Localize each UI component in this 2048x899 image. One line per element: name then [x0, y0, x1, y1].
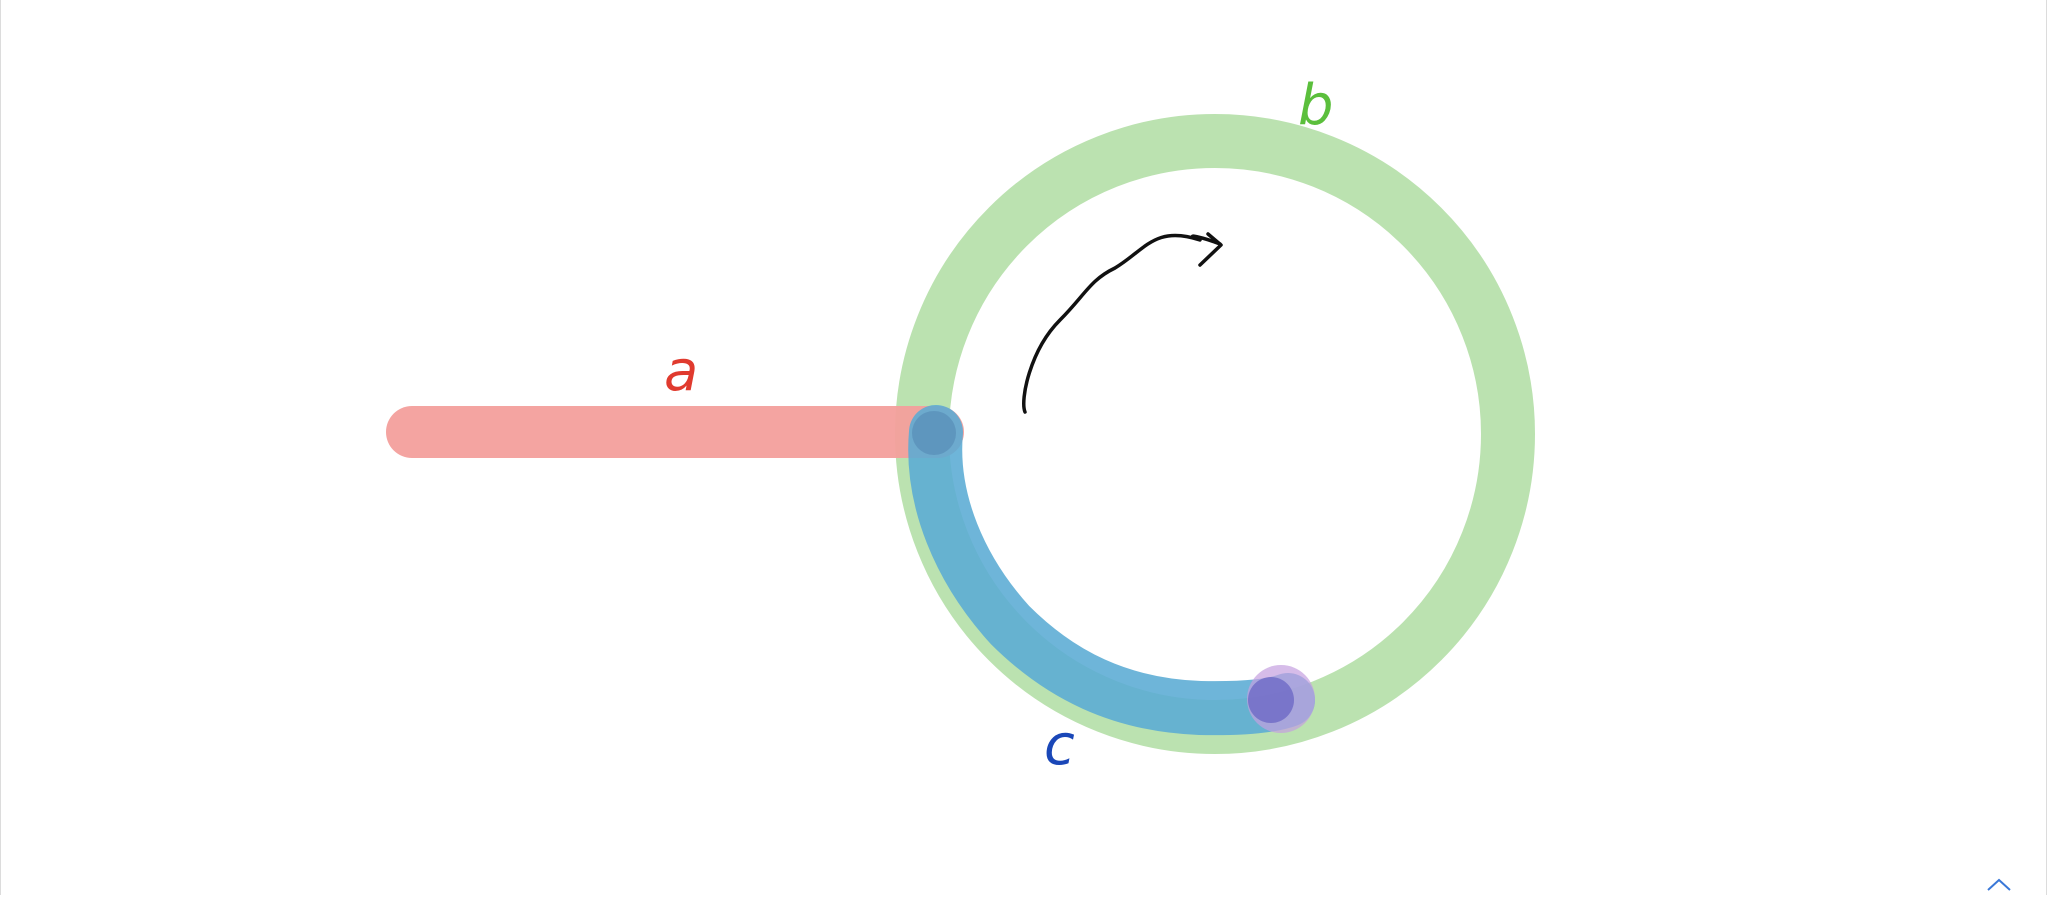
label-c: c [1044, 713, 1075, 778]
junction-dot-start [912, 411, 956, 455]
direction-arrowhead [1198, 232, 1223, 267]
chevron-up-icon [1987, 878, 2011, 891]
endpoint-dot-end [1248, 677, 1294, 723]
arc-c [908, 405, 1315, 736]
scroll-up-button[interactable] [1985, 874, 2013, 895]
frame-left-edge [0, 0, 1, 895]
label-b: b [1298, 73, 1334, 138]
label-a: a [664, 339, 698, 404]
frame-right-edge [2046, 0, 2047, 895]
direction-arrow [1022, 233, 1222, 414]
